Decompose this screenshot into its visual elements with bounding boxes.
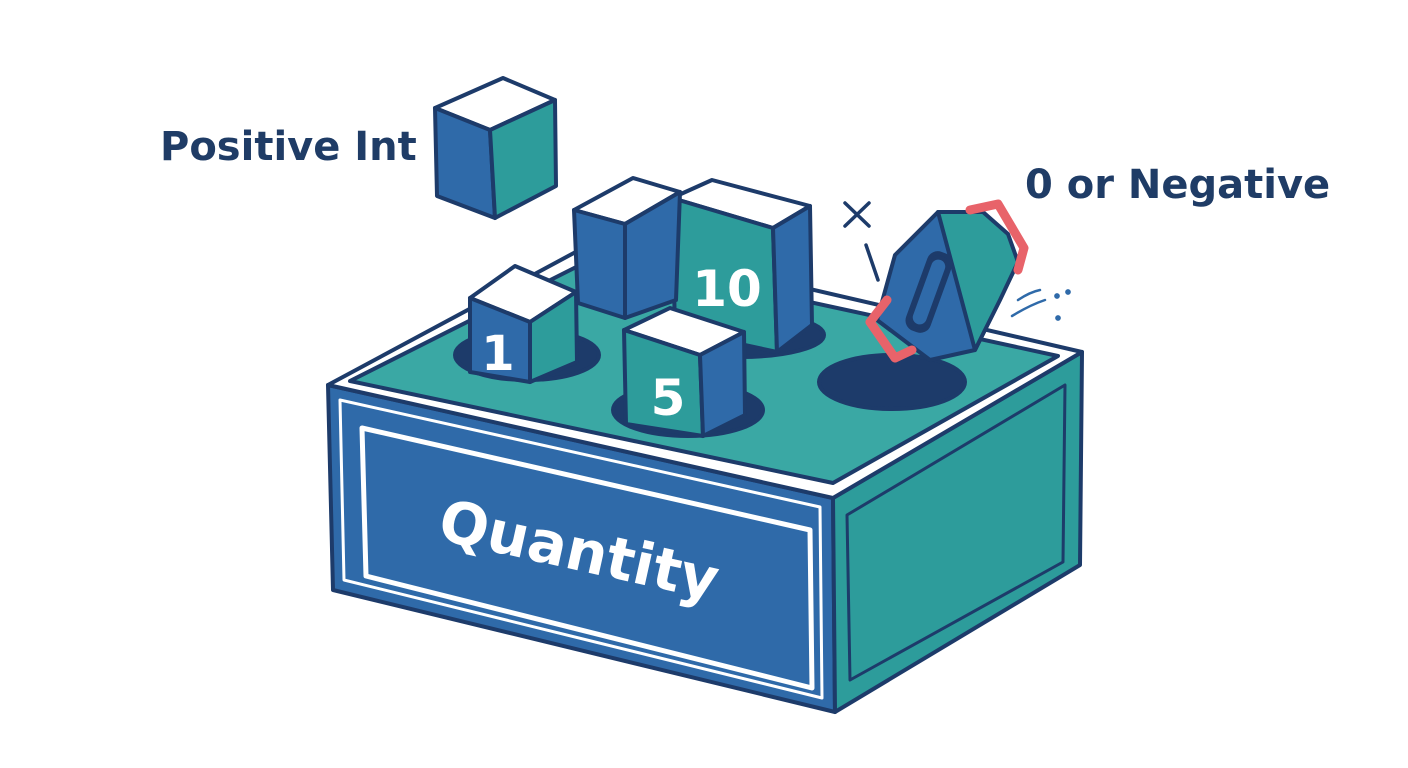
- positive-int-label: Positive Int: [160, 124, 417, 170]
- x-icon: [843, 201, 880, 282]
- zero-or-negative-label: 0 or Negative: [1025, 162, 1330, 208]
- peg-10: [670, 178, 814, 354]
- rejected-peg-zero: [865, 199, 1029, 363]
- peg-5: [622, 306, 747, 438]
- hole-empty: [817, 353, 967, 411]
- peg-1: [468, 264, 579, 384]
- peg-label-1: 1: [481, 326, 514, 382]
- peg-label-10: 10: [692, 260, 762, 318]
- motion-lines-icon: [1010, 288, 1071, 321]
- cube-back: [572, 176, 682, 320]
- peg-label-5: 5: [651, 369, 686, 427]
- positive-cube-icon: [433, 76, 558, 220]
